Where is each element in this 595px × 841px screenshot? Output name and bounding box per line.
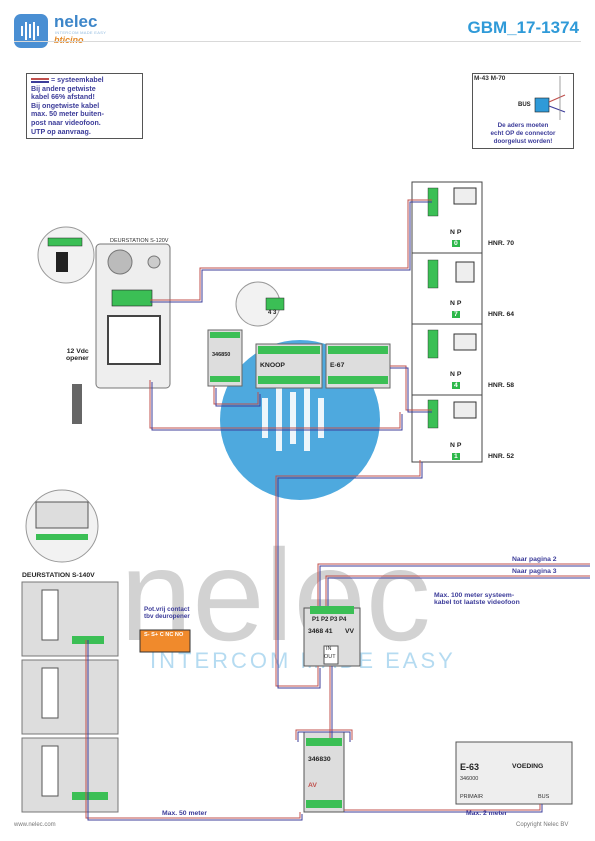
port-label: P3 [330, 617, 338, 623]
apartment-label: HNR. 70 [488, 240, 515, 247]
warning-line: doorgelust worden! [493, 137, 553, 145]
speaker-icon [107, 249, 133, 275]
supply-primair: PRIMAIR [460, 794, 483, 800]
contact-line: Pot.vrij contact [144, 606, 190, 613]
cable-legend: = systeemkabel [50, 76, 104, 84]
note-line: kabel 66% afstand! [31, 93, 95, 102]
relay-contact [139, 629, 191, 653]
page-title: GBM_17-1374 [467, 18, 579, 37]
max-100-line: Max. 100 meter systeem- [434, 592, 515, 599]
module-346850-label: 346850 [212, 352, 231, 358]
connector-note-box [472, 73, 574, 149]
distributor-out: OUT [324, 654, 336, 660]
logo-bars-icon [21, 22, 39, 40]
supply-title: VOEDING [512, 763, 544, 770]
module-346830-label: 346830 [308, 756, 331, 763]
module-av-label: AV [308, 782, 317, 789]
distributor-ports: P1 P2 P3 P4 [312, 617, 346, 623]
apartment-number: 1 [452, 453, 460, 460]
videophone-icon [453, 187, 477, 205]
warning-line: De aders moeten [497, 122, 549, 129]
bus-label: BUS [518, 102, 531, 108]
footer-copyright: Copyright Nelec BV [516, 822, 569, 828]
np-header: N P [450, 229, 461, 236]
logo-tagline: INTERCOM MADE EASY [55, 30, 107, 35]
apartment-number: 4 [452, 382, 460, 389]
n-label: N [450, 229, 455, 236]
note-line: post naar videofoon. [31, 118, 101, 127]
opener-line: opener [66, 355, 89, 362]
cable-note: = systeemkabel Bij andere getwiste kabel… [26, 73, 143, 140]
p-label: P [456, 371, 462, 378]
supply-model: E-63 [460, 762, 480, 772]
brand-logo: bticino [54, 35, 84, 45]
top-station-label: DEURSTATION S-120V [110, 238, 169, 244]
distance-2m: Max. 2 meter [466, 810, 508, 817]
camera-icon [147, 255, 161, 269]
nelec-logo-icon [14, 14, 48, 48]
apartment-panel [411, 181, 483, 463]
intercom-icon [455, 261, 475, 283]
supply-code: 346000 [460, 776, 479, 782]
apartment-label: HNR. 64 [488, 311, 515, 318]
warning-line: echt OP de connector [490, 129, 556, 137]
distributor-code: 3468 41 [308, 628, 333, 635]
note-line: max. 50 meter buiten- [31, 110, 104, 119]
n-label: N [450, 371, 455, 378]
supply-bus: BUS [538, 794, 550, 800]
port-label: P4 [339, 617, 347, 623]
p-label: P [456, 229, 462, 236]
link-page-3[interactable]: Naar pagina 3 [512, 568, 557, 575]
np-header: N P [450, 442, 461, 449]
apartment-number: 0 [452, 240, 460, 247]
distance-50m: Max. 50 meter [162, 810, 207, 817]
note-line: UTP op aanvraag. [31, 127, 91, 136]
p-label: P [456, 300, 462, 307]
max-100-note: Max. 100 meter systeem- kabel tot laatst… [434, 592, 520, 606]
distributor-in: IN [326, 646, 332, 652]
relay-pins: S- S+ C NC NO [144, 632, 184, 638]
max-100-line: kabel tot laatste videofoon [434, 599, 520, 606]
apartment-label: HNR. 52 [488, 453, 515, 460]
connector-warning: De aders moeten echt OP de connector doo… [476, 122, 570, 145]
np-header: N P [450, 300, 461, 307]
n-label: N [450, 442, 455, 449]
videophone-icon [453, 401, 477, 419]
logo-wordmark: nelec [54, 12, 98, 31]
power-supply-e63 [455, 741, 573, 805]
door-opener-icon [72, 384, 82, 424]
apartment-number: 7 [452, 311, 460, 318]
port-label: P1 [312, 617, 320, 623]
contact-line: tbv deuropener [144, 613, 190, 620]
dip-setting: 4 3 [268, 310, 277, 316]
note-line: Bij ongetwiste kabel [31, 101, 100, 110]
connector-models: M-43 M-70 [474, 75, 506, 82]
door-station-bottom [21, 581, 119, 813]
distributor-vv: VV [345, 628, 355, 635]
note-line: Bij andere getwiste [31, 84, 96, 93]
link-page-2[interactable]: Naar pagina 2 [512, 556, 557, 563]
knoop-label: KNOOP [260, 362, 285, 369]
port-label: P2 [321, 617, 329, 623]
e67-label: E-67 [330, 362, 345, 369]
n-label: N [450, 300, 455, 307]
apartment-label: HNR. 58 [488, 382, 515, 389]
opener-line: 12 Vdc [66, 348, 89, 355]
p-label: P [456, 442, 462, 449]
contact-label: Pot.vrij contact tbv deuropener [144, 606, 190, 620]
bottom-station-label: DEURSTATION S-140V [22, 572, 95, 579]
videophone-icon [453, 333, 477, 351]
footer-site[interactable]: www.nelec.com [14, 822, 56, 828]
np-header: N P [450, 371, 461, 378]
camera-screen [107, 315, 161, 365]
opener-label: 12 Vdc opener [66, 348, 89, 362]
watermark-tagline: INTERCOM MADE EASY [150, 648, 456, 673]
header-divider [14, 41, 581, 42]
